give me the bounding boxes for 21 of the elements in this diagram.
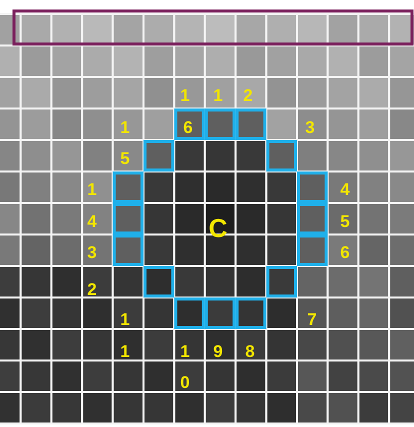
- pixel-number: 8: [245, 343, 255, 361]
- pixel-number: 2: [87, 281, 97, 299]
- pixel-number: 1: [213, 87, 223, 105]
- pixel-number: 5: [120, 150, 130, 168]
- pixel-number: 2: [243, 87, 253, 105]
- pixel-number: 5: [340, 213, 350, 231]
- pixel-number: 1: [180, 343, 190, 361]
- pixel-number: 1: [120, 119, 130, 137]
- pixel-number: 3: [87, 244, 97, 262]
- pixel-number: 4: [87, 213, 97, 231]
- pixel-number: 0: [180, 374, 190, 392]
- pixel-number: 9: [213, 343, 223, 361]
- pixel-number: 6: [183, 119, 193, 137]
- pixel-number: 1: [180, 87, 190, 105]
- pixel-number: 1: [120, 311, 130, 329]
- pixel-number: 3: [305, 119, 315, 137]
- pixel-number: 1: [87, 181, 97, 199]
- pixel-number: 6: [340, 244, 350, 262]
- pixel-number: 1: [120, 343, 130, 361]
- pixel-number: 4: [340, 181, 350, 199]
- pixel-number: 7: [307, 311, 317, 329]
